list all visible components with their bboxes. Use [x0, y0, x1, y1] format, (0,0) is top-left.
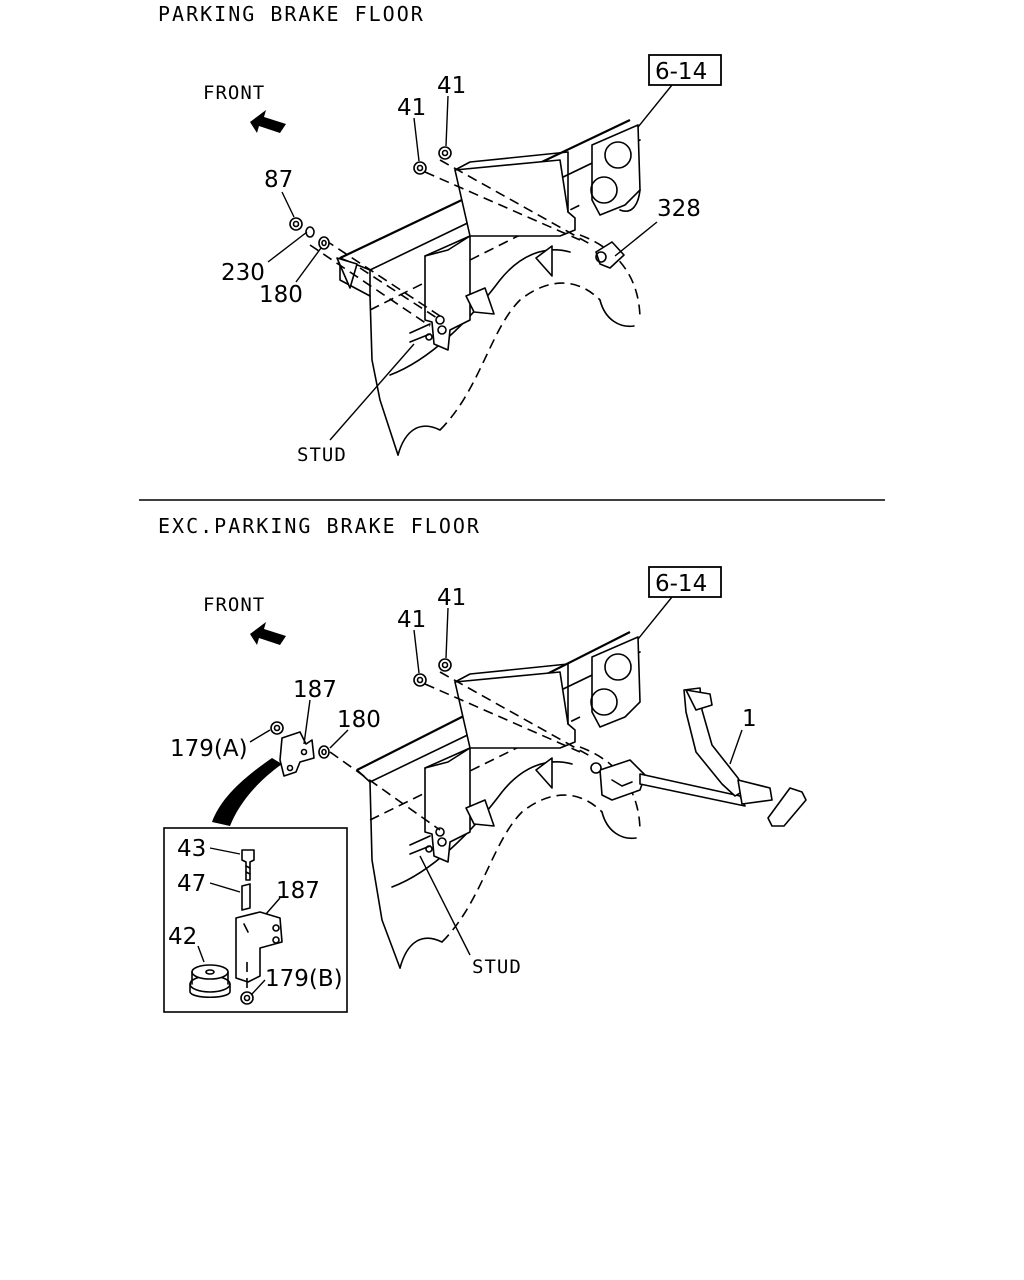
ref-label: 6-14	[655, 59, 707, 85]
callout-41-b: 41	[397, 607, 426, 633]
ref-box	[648, 566, 722, 598]
callout-328: 328	[657, 196, 701, 222]
detail-callout-179b: 179(B)	[265, 966, 343, 992]
callout-230: 230	[221, 260, 265, 286]
section-exc-parking-brake-floor: EXC.PARKING BRAKE FLOOR FRONT 6-14	[158, 514, 807, 1013]
front-label: FRONT	[203, 594, 265, 616]
front-label: FRONT	[203, 82, 265, 104]
ref-box	[648, 54, 722, 86]
frame-assembly	[289, 119, 641, 456]
detail-pointer-arrow	[212, 758, 282, 826]
callout-41-a: 41	[437, 585, 466, 611]
callout-1: 1	[742, 706, 757, 732]
detail-callout-43: 43	[177, 836, 206, 862]
callout-180: 180	[259, 282, 303, 308]
detail-callout-187: 187	[276, 878, 320, 904]
section-parking-brake-floor: PARKING BRAKE FLOOR FRONT 6-14	[158, 2, 722, 466]
callout-180: 180	[337, 707, 381, 733]
front-arrow-icon	[250, 622, 286, 645]
ref-label: 6-14	[655, 571, 707, 597]
frame-assembly	[270, 631, 807, 969]
detail-callout-42: 42	[168, 924, 197, 950]
callout-41-a: 41	[437, 73, 466, 99]
front-arrow-icon	[250, 110, 286, 133]
callout-stud: STUD	[297, 444, 347, 466]
callout-179a: 179(A)	[170, 736, 248, 762]
callout-187: 187	[293, 677, 337, 703]
detail-callout-47: 47	[177, 871, 206, 897]
section-title: EXC.PARKING BRAKE FLOOR	[158, 514, 481, 538]
detail-inset	[163, 827, 348, 1013]
callout-stud: STUD	[472, 956, 522, 978]
callout-41-b: 41	[397, 95, 426, 121]
section-title: PARKING BRAKE FLOOR	[158, 2, 425, 26]
callout-87: 87	[264, 167, 293, 193]
pedal-assembly	[590, 687, 807, 827]
